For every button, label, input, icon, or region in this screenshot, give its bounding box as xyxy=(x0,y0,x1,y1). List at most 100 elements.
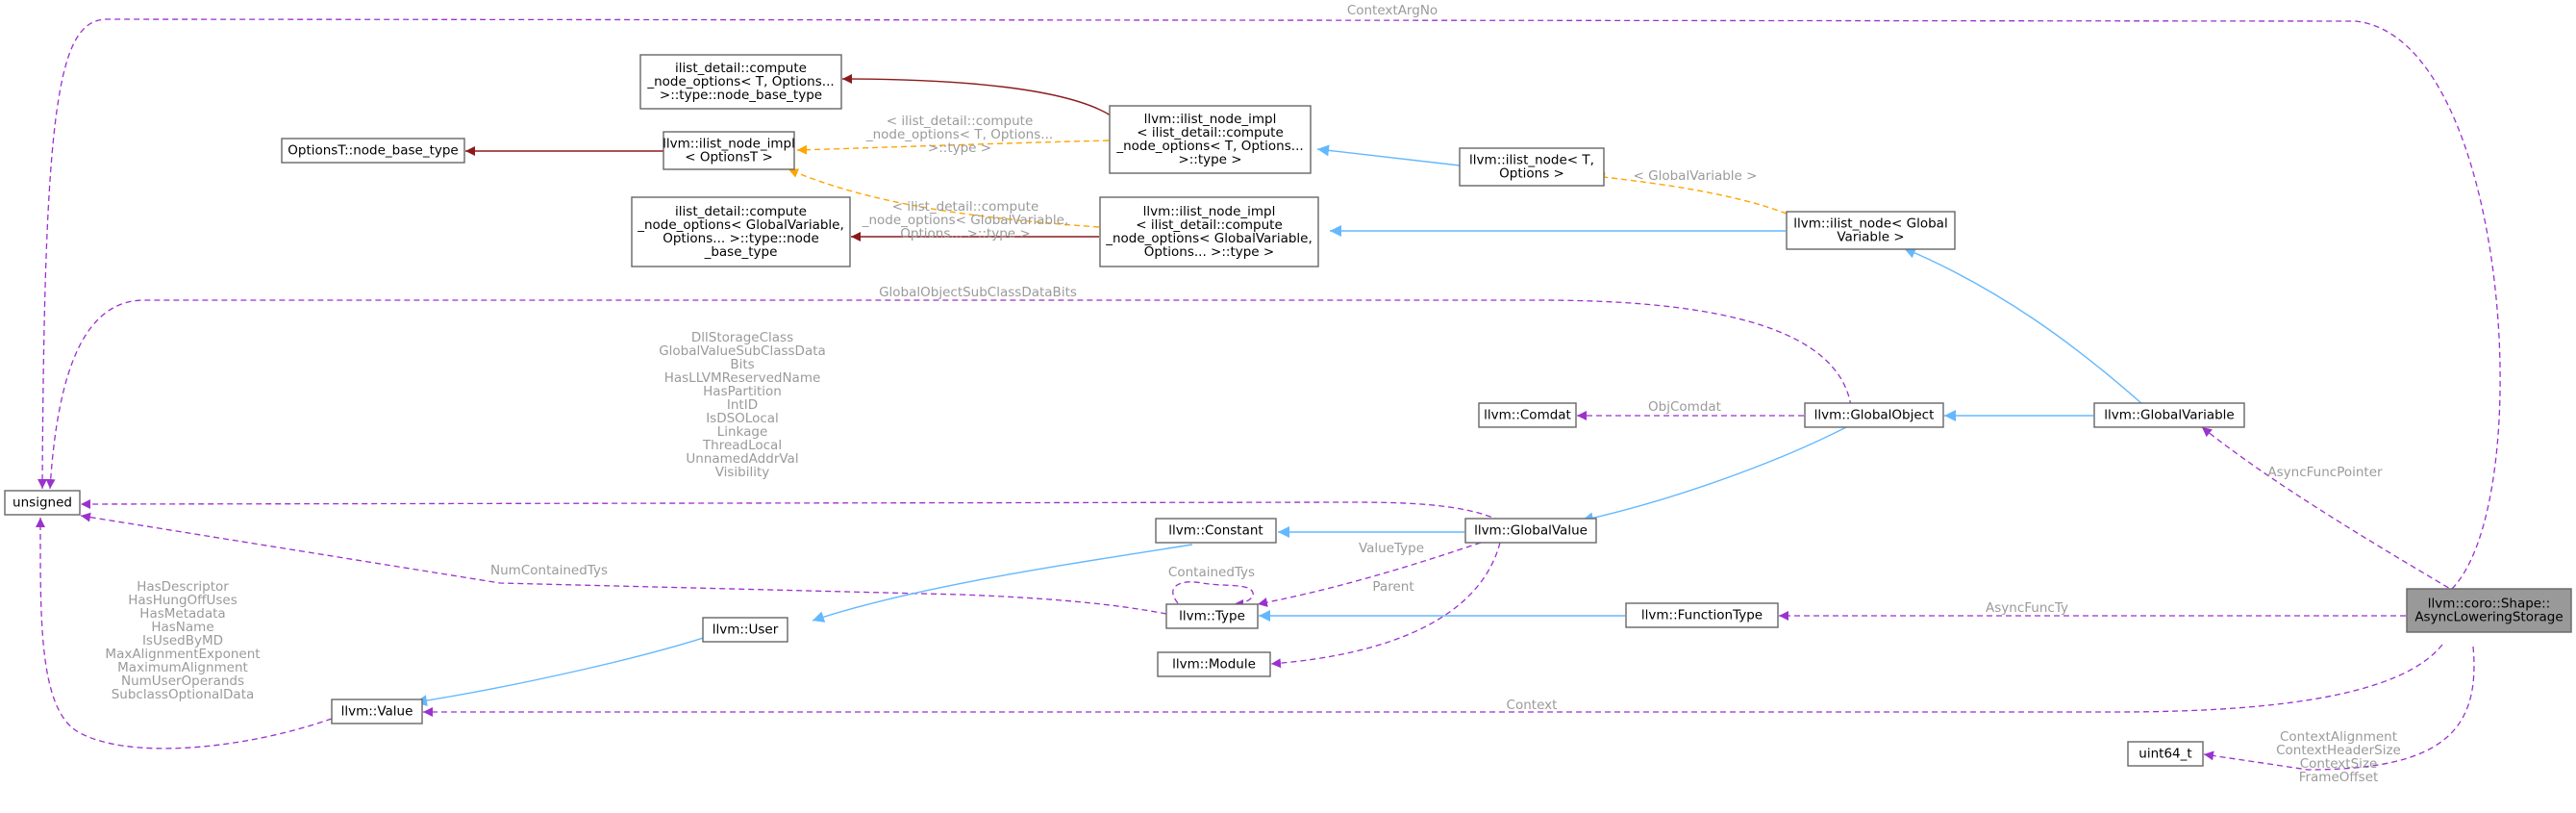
label-gvalue-fields: DllStorageClass xyxy=(691,330,793,345)
node-llvm-value-box xyxy=(331,699,423,724)
label-value-fields: HasMetadata xyxy=(139,606,225,622)
label-tmpl-t: < ilist_detail::compute xyxy=(887,114,1034,129)
node-unsigned-box xyxy=(4,490,81,516)
node-ilist-node-impl-compute-t-box xyxy=(1109,105,1312,174)
label-gvalue-fields: HasLLVMReservedName xyxy=(664,370,821,386)
node-llvm-globalobject-label: llvm::GlobalObject xyxy=(1814,408,1935,423)
label-tmpl-gv: < ilist_detail::compute xyxy=(892,199,1039,215)
node-llvm-globalvariable[interactable]: llvm::GlobalVariable xyxy=(2093,402,2245,428)
node-llvm-comdat-box xyxy=(1478,402,1577,428)
node-llvm-functiontype[interactable]: llvm::FunctionType xyxy=(1625,602,1779,628)
node-llvm-globalvalue-box xyxy=(1464,518,1597,544)
node-ilist-node-impl-optionst-label: llvm::ilist_node_impl xyxy=(663,137,795,152)
node-llvm-module[interactable]: llvm::Module xyxy=(1157,651,1271,677)
node-async-lowering-storage[interactable]: llvm::coro::Shape::AsyncLoweringStorage xyxy=(2406,588,2572,633)
edge-tmpl-gv xyxy=(788,168,1100,228)
node-uint64-t[interactable]: uint64_t xyxy=(2127,741,2204,767)
node-ilist-node-impl-compute-t-label: >::type > xyxy=(1178,152,1241,167)
node-async-lowering-storage-label: llvm::coro::Shape:: xyxy=(2428,597,2550,612)
edge-num-contained-tys xyxy=(80,512,1167,615)
edge-context xyxy=(423,644,2443,717)
node-llvm-user[interactable]: llvm::User xyxy=(702,617,788,643)
label-tmpl-t: _node_options< T, Options... xyxy=(865,127,1053,142)
node-ilist-node-impl-optionst-label: < OptionsT > xyxy=(685,150,773,165)
node-llvm-type[interactable]: llvm::Type xyxy=(1165,603,1259,629)
node-llvm-value[interactable]: llvm::Value xyxy=(331,699,423,724)
node-llvm-globalvariable-box xyxy=(2093,402,2245,428)
node-llvm-module-label: llvm::Module xyxy=(1172,657,1256,673)
label-tmpl-gv: Options... >::type > xyxy=(900,226,1030,241)
node-ilist-node-impl-compute-globalvariable-label: Options... >::type > xyxy=(1144,244,1274,260)
node-compute-node-options-globalvariable-label: ilist_detail::compute xyxy=(675,204,807,219)
label-value-fields: HasHungOffUses xyxy=(128,593,237,608)
edge-globalvalue-globalobject xyxy=(1581,426,1847,524)
node-ilist-node-impl-compute-t[interactable]: llvm::ilist_node_impl< ilist_detail::com… xyxy=(1109,105,1312,174)
node-llvm-type-box xyxy=(1165,603,1259,629)
label-gvalue-fields: GlobalValueSubClassData xyxy=(659,343,826,359)
label-num-contained-tys: NumContainedTys xyxy=(490,563,608,578)
edge-implt-ilistt xyxy=(1316,144,1461,166)
label-context: Context xyxy=(1507,698,1558,713)
node-llvm-constant-box xyxy=(1155,518,1277,544)
label-main-uint64: FrameOffset xyxy=(2299,770,2379,785)
edge-computet-implt xyxy=(841,74,1112,116)
node-llvm-constant[interactable]: llvm::Constant xyxy=(1155,518,1277,544)
label-obj-comdat: ObjComdat xyxy=(1648,399,1721,415)
node-unsigned[interactable]: unsigned xyxy=(4,490,81,516)
node-optionst-node-base-type-box xyxy=(281,138,465,164)
node-llvm-globalobject[interactable]: llvm::GlobalObject xyxy=(1804,402,1944,428)
node-ilist-node-globalvariable-box xyxy=(1786,211,1956,250)
label-gvalue-fields: Linkage xyxy=(717,424,768,440)
node-optionst-node-base-type[interactable]: OptionsT::node_base_type xyxy=(281,138,465,164)
node-llvm-globalobject-box xyxy=(1804,402,1944,428)
label-gvalue-fields: ThreadLocal xyxy=(702,438,782,453)
node-llvm-module-box xyxy=(1157,651,1271,677)
label-gvalue-fields: UnnamedAddrVal xyxy=(686,451,798,467)
node-llvm-comdat[interactable]: llvm::Comdat xyxy=(1478,402,1577,428)
node-async-lowering-storage-box xyxy=(2406,588,2572,633)
node-ilist-node-impl-optionst[interactable]: llvm::ilist_node_impl< OptionsT > xyxy=(663,131,795,170)
node-optionst-node-base-type-label: OptionsT::node_base_type xyxy=(288,143,458,159)
node-ilist-node-globalvariable[interactable]: llvm::ilist_node< GlobalVariable > xyxy=(1786,211,1956,250)
edge-tmpl-globalvariable xyxy=(1594,172,1788,215)
node-compute-node-options-globalvariable-label: _node_options< GlobalVariable, xyxy=(637,217,844,233)
label-value-fields: IsUsedByMD xyxy=(142,633,223,648)
node-ilist-node-impl-compute-t-label: _node_options< T, Options... xyxy=(1115,139,1303,154)
node-ilist-node-impl-optionst-box xyxy=(663,131,795,170)
edge-contained-tys xyxy=(1172,581,1254,609)
node-compute-node-options-t[interactable]: ilist_detail::compute_node_options< T, O… xyxy=(639,54,842,110)
edge-gvalue-fields xyxy=(80,498,1501,521)
node-llvm-user-box xyxy=(702,617,788,643)
label-context-arg-no: ContextArgNo xyxy=(1347,3,1438,18)
label-value-fields: MaximumAlignment xyxy=(117,660,248,675)
label-main-uint64: ContextAlignment xyxy=(2280,729,2397,745)
node-ilist-node-impl-compute-globalvariable-label: < ilist_detail::compute xyxy=(1136,217,1283,233)
node-ilist-node-impl-compute-globalvariable-label: llvm::ilist_node_impl xyxy=(1143,204,1276,219)
label-tmpl-gv: _node_options< GlobalVariable, xyxy=(862,213,1069,228)
label-main-uint64: ContextHeaderSize xyxy=(2276,743,2401,758)
edge-user-constant xyxy=(812,544,1193,622)
node-compute-node-options-globalvariable-label: Options... >::type::node xyxy=(663,231,819,246)
label-main-uint64: ContextSize xyxy=(2300,756,2378,772)
edge-gobj-bits xyxy=(45,299,1852,490)
node-ilist-node-impl-compute-globalvariable[interactable]: llvm::ilist_node_impl< ilist_detail::com… xyxy=(1099,196,1319,267)
node-llvm-value-label: llvm::Value xyxy=(341,704,413,720)
label-value-fields: SubclassOptionalData xyxy=(112,687,255,702)
label-tmpl-globalvariable: < GlobalVariable > xyxy=(1634,168,1758,184)
node-llvm-globalvariable-label: llvm::GlobalVariable xyxy=(2104,408,2234,423)
node-llvm-globalvalue[interactable]: llvm::GlobalValue xyxy=(1464,518,1597,544)
node-compute-node-options-t-label: >::type::node_base_type xyxy=(660,88,822,103)
edge-value-fields xyxy=(35,517,333,749)
node-ilist-node-t-options[interactable]: llvm::ilist_node< T,Options > xyxy=(1459,147,1605,187)
edge-parent xyxy=(1270,542,1501,669)
label-async-func-ty: AsyncFuncTy xyxy=(1986,600,2068,616)
node-ilist-node-globalvariable-label: Variable > xyxy=(1837,230,1904,245)
node-llvm-comdat-label: llvm::Comdat xyxy=(1484,408,1571,423)
node-llvm-type-label: llvm::Type xyxy=(1179,609,1245,624)
node-compute-node-options-globalvariable-box xyxy=(631,196,851,267)
edge-ilistgv-globalvariable xyxy=(1903,247,2143,405)
label-gvalue-fields: Bits xyxy=(730,357,754,372)
node-compute-node-options-globalvariable[interactable]: ilist_detail::compute_node_options< Glob… xyxy=(631,196,851,267)
